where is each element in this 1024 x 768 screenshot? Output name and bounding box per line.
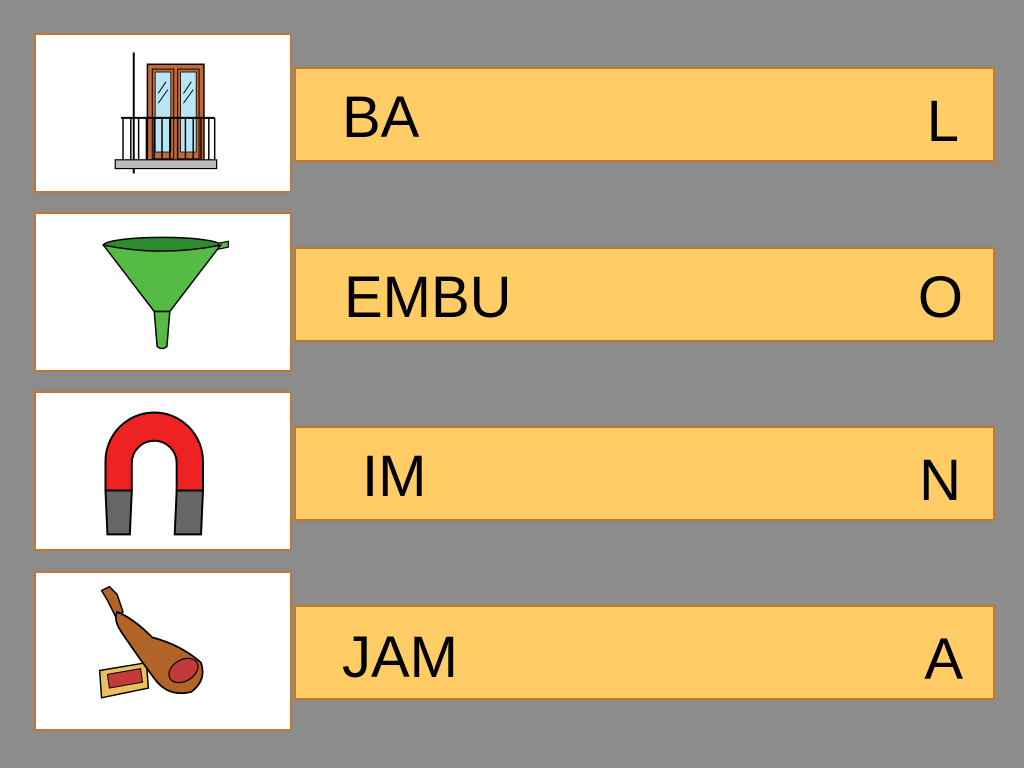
word-bar-3: IM N bbox=[294, 426, 995, 521]
word-start-text: BA bbox=[342, 85, 420, 150]
word-bar-1: BA L bbox=[294, 67, 995, 162]
word-bar-4: JAM A bbox=[294, 605, 995, 700]
word-bar-2: EMBU O bbox=[294, 247, 995, 342]
balcony-icon bbox=[114, 52, 218, 174]
word-start-text: JAM bbox=[342, 625, 458, 690]
magnet-icon bbox=[104, 411, 204, 536]
word-end-text: L bbox=[926, 89, 959, 154]
ham-icon bbox=[98, 585, 204, 699]
word-end-text: O bbox=[917, 265, 963, 330]
image-card-ham bbox=[34, 571, 292, 731]
image-card-magnet bbox=[34, 391, 292, 551]
image-card-funnel bbox=[34, 212, 292, 372]
funnel-icon bbox=[101, 236, 229, 350]
word-end-text: N bbox=[919, 448, 961, 513]
word-start-text: EMBU bbox=[344, 265, 512, 330]
image-card-balcony bbox=[34, 33, 292, 193]
word-end-text: A bbox=[924, 627, 963, 692]
word-start-text: IM bbox=[362, 444, 427, 509]
